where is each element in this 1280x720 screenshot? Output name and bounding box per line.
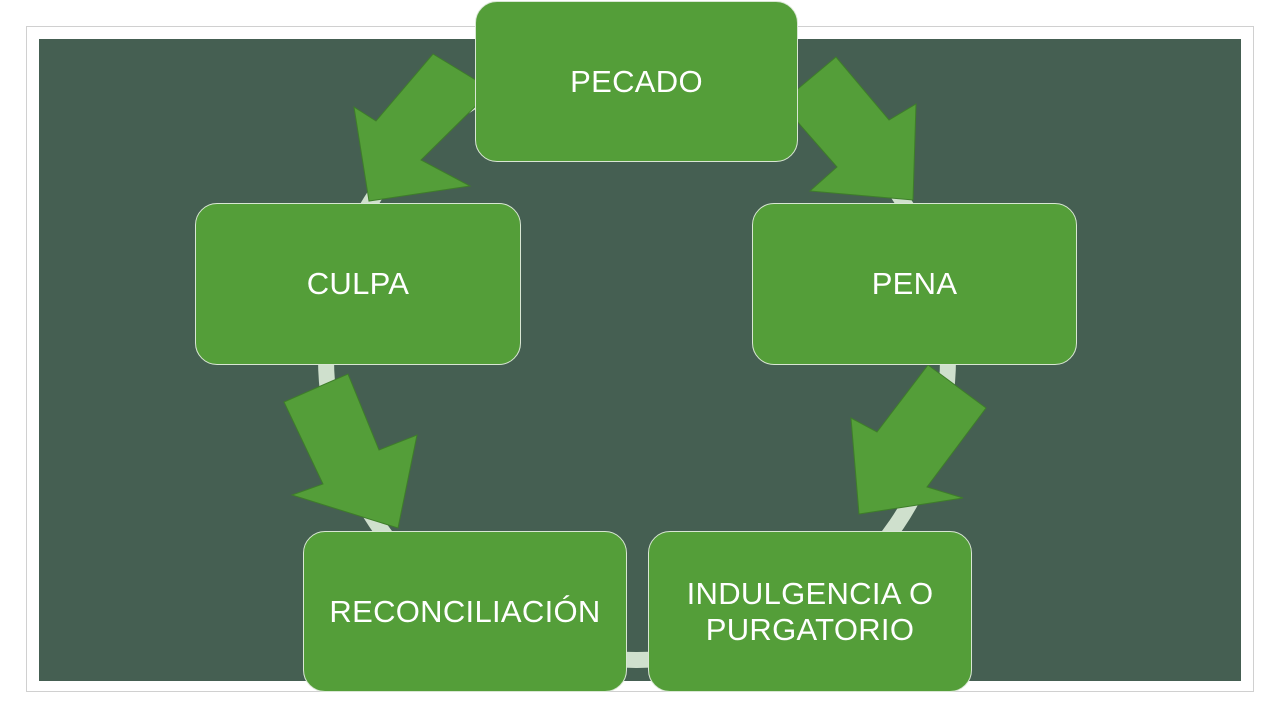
node-reconciliacion: RECONCILIACIÓN <box>303 531 627 692</box>
node-pena: PENA <box>752 203 1077 365</box>
arrow-reconciliacion-to-culpa <box>353 53 493 202</box>
node-pecado: PECADO <box>475 1 798 162</box>
node-culpa: CULPA <box>195 203 521 365</box>
arrow-culpa-to-reconciliacion <box>283 373 418 529</box>
arrow-pecado-to-pena <box>780 56 917 201</box>
node-indulgencia-o-purgatorio: INDULGENCIA O PURGATORIO <box>648 531 972 692</box>
arrow-pena-to-indulgencia <box>850 364 987 515</box>
